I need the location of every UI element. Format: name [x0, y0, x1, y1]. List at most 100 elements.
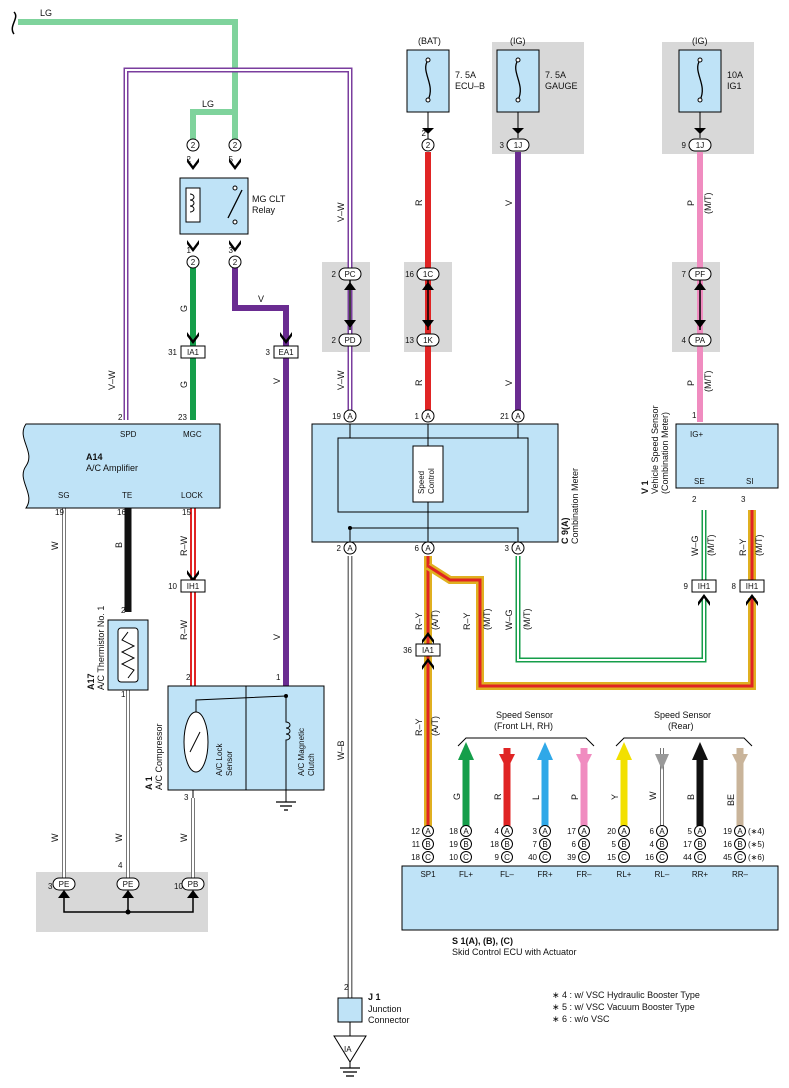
tag-number: 9	[684, 582, 689, 591]
tag-label: IA1	[187, 348, 200, 357]
wire-w-g-vss-mt: (M/T)	[706, 535, 716, 557]
wire-v-gauge-bottom-label: V	[504, 380, 514, 386]
junction-pin: 2	[344, 983, 349, 992]
wire-break-symbol	[11, 11, 17, 35]
ecu-pin-number: 11	[412, 840, 421, 849]
wire-w-g-vss: W–G	[690, 535, 700, 556]
pin-label: A	[515, 544, 521, 553]
amp-pin-23: 23	[178, 413, 187, 422]
wire-v-w-inner	[125, 69, 351, 420]
wire-lg-relay-label: LG	[202, 99, 214, 109]
connector-pin: A3	[505, 541, 525, 555]
ecu-name: Skid Control ECU with Actuator	[452, 947, 577, 957]
ecu-pin	[618, 825, 630, 837]
pin-number: 1	[187, 246, 192, 255]
wire-g-top-label: G	[179, 305, 189, 312]
pin-number: 6	[415, 544, 420, 553]
wire-r-bottom-label: R	[414, 379, 424, 386]
junction-code: J 1	[368, 992, 381, 1002]
ecu-pin	[734, 825, 746, 837]
amp-name: A/C Amplifier	[86, 463, 138, 473]
pin-label: PF	[695, 270, 705, 279]
pin-number: 2	[337, 544, 342, 553]
wire-v-ea1-label: V	[272, 378, 282, 384]
ecu-variant: (∗5)	[748, 840, 765, 849]
junction-name-1: Junction	[368, 1004, 402, 1014]
wire-r-w-top-label: R–W	[179, 535, 189, 556]
ecu-pin-letter: B	[463, 840, 468, 849]
wire-b-label: B	[114, 542, 124, 548]
wire-lg-main	[18, 19, 238, 140]
ecu-pin	[422, 851, 434, 863]
pin-label: PD	[344, 336, 355, 345]
vss-pin-1: 1	[692, 411, 697, 420]
wire-p-top-label: P	[686, 200, 696, 206]
connector-pin: PE	[116, 877, 140, 891]
rear-sensor-2: (Rear)	[668, 721, 694, 731]
ecu-pin-name: FR+	[537, 870, 553, 879]
wire-p-bottom-mt: (M/T)	[703, 371, 713, 393]
lock-sensor-label-2: Sensor	[225, 750, 234, 776]
tag-label: IH1	[746, 582, 759, 591]
amp-code: A14	[86, 452, 103, 462]
rear-sensor-bracket	[615, 737, 753, 747]
ecu-pin-letter: C	[425, 853, 431, 862]
ecu-pin-number: 6	[650, 827, 655, 836]
relay-name-2: Relay	[252, 205, 276, 215]
ecu-pin-letter: B	[504, 840, 509, 849]
ecu-pin	[539, 851, 551, 863]
wire-lg-label: LG	[40, 8, 52, 18]
amp-pin-2: 2	[118, 413, 123, 422]
ecu-pin-number: 5	[612, 840, 617, 849]
tag-number: 10	[168, 582, 177, 591]
wire-w-g-meter: W–G	[504, 609, 514, 630]
ecu-pin-number: 40	[528, 853, 537, 862]
wire-r-top-label: R	[414, 199, 424, 206]
clutch-label-2: Clutch	[307, 753, 316, 776]
ecu-pin	[578, 851, 590, 863]
pin-number: 13	[405, 336, 414, 345]
ig-label-ig1: (IG)	[692, 36, 708, 46]
pin-number: 2	[187, 155, 192, 164]
ecu-pin-letter: C	[504, 853, 510, 862]
thermistor-code: A17	[86, 673, 96, 690]
connector-pin: 25	[228, 138, 242, 164]
ecu-pin	[422, 838, 434, 850]
ecu-pin-number: 16	[645, 853, 654, 862]
relay-name-1: MG CLT	[252, 194, 286, 204]
wire-v-w-mid-label: V–W	[336, 370, 346, 390]
wire-lg-branch	[190, 109, 235, 140]
connector-pin: PB	[181, 877, 205, 891]
thermistor-pin-2: 2	[121, 606, 126, 615]
tag-label: EA1	[278, 348, 294, 357]
ecu-pin-number: 20	[607, 827, 616, 836]
ecu-pin-number: 17	[567, 827, 576, 836]
ecu-pin-letter: C	[621, 853, 627, 862]
ecu-pin-number: 12	[411, 827, 420, 836]
fuse-ig1-name: IG1	[727, 81, 742, 91]
pin-number: 9	[682, 141, 687, 150]
note-6: ∗ 6 : w/o VSC	[552, 1014, 610, 1024]
ecu-pin	[734, 851, 746, 863]
ecu-pin	[460, 825, 472, 837]
amp-pin-sg: SG	[58, 491, 70, 500]
speed-control-2: Control	[427, 468, 436, 494]
wire-r-y-at-1-tag: (A/T)	[430, 610, 440, 630]
ecu-pin-letter: C	[542, 853, 548, 862]
pin-number: 21	[500, 412, 509, 421]
wire-w-g-meter-tag: (M/T)	[522, 609, 532, 631]
vehicle-speed-sensor-box	[675, 423, 779, 489]
ecu-pin-letter: C	[463, 853, 469, 862]
wire-r-y-at-2: R–Y	[414, 718, 424, 736]
connector-pin: 21	[186, 246, 200, 269]
ecu-pin-letter: C	[659, 853, 665, 862]
tag-label: IA1	[422, 646, 435, 655]
pin-label: 2	[233, 141, 238, 150]
tag-number: 3	[266, 348, 271, 357]
ecu-pin	[501, 851, 513, 863]
connector-pin: PC2	[332, 267, 362, 281]
amp-pin-19: 19	[55, 508, 64, 517]
